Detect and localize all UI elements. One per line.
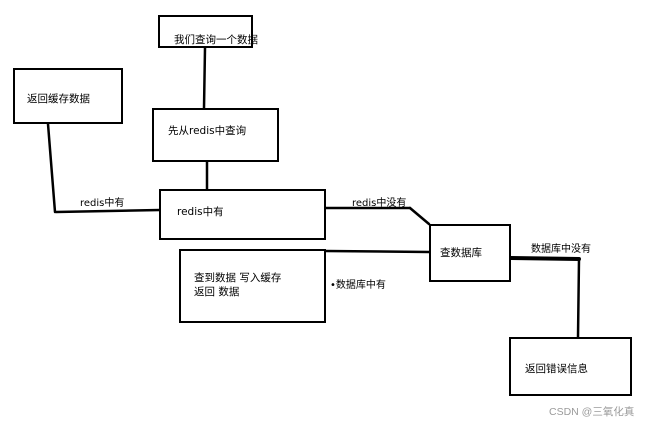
node-return-error: 返回错误信息 <box>509 337 632 396</box>
edge-redis-hit-horizontal <box>54 208 162 214</box>
edge-redis-miss-diagonal <box>408 206 431 226</box>
edge-label-redis-hit: redis中有 <box>80 198 125 209</box>
node-query-redis: 先从redis中查询 <box>152 108 279 162</box>
node-redis-has-label: redis中有 <box>177 206 224 218</box>
edge-db-hit <box>324 249 431 254</box>
node-query-redis-label: 先从redis中查询 <box>168 125 247 137</box>
edge-db-miss-horizontal <box>509 256 581 261</box>
node-query-data: 我们查询一个数据 <box>158 15 258 48</box>
node-return-cache: 返回缓存数据 <box>13 68 123 124</box>
node-found-write-cache: 查到数据 写入缓存 返回 数据 <box>179 249 326 323</box>
node-query-db-label: 查数据库 <box>440 247 482 259</box>
edge-label-db-hit: •数据库中有 <box>330 280 386 291</box>
edge-db-miss-vertical <box>576 257 581 339</box>
node-query-data-label: 我们查询一个数据 <box>174 34 258 46</box>
node-return-error-label: 返回错误信息 <box>525 363 588 375</box>
edge-label-redis-miss: redis中没有 <box>352 198 407 209</box>
edge-query-to-redis <box>202 46 207 110</box>
node-query-db: 查数据库 <box>429 224 511 282</box>
node-found-write-cache-label: 查到数据 写入缓存 返回 数据 <box>194 272 282 298</box>
edge-redis-hit-vertical <box>46 122 57 214</box>
edge-label-db-miss: 数据库中没有 <box>531 244 591 255</box>
node-return-cache-label: 返回缓存数据 <box>27 93 90 105</box>
watermark: CSDN @三氧化真 <box>549 406 635 418</box>
node-redis-has: redis中有 <box>159 189 326 240</box>
